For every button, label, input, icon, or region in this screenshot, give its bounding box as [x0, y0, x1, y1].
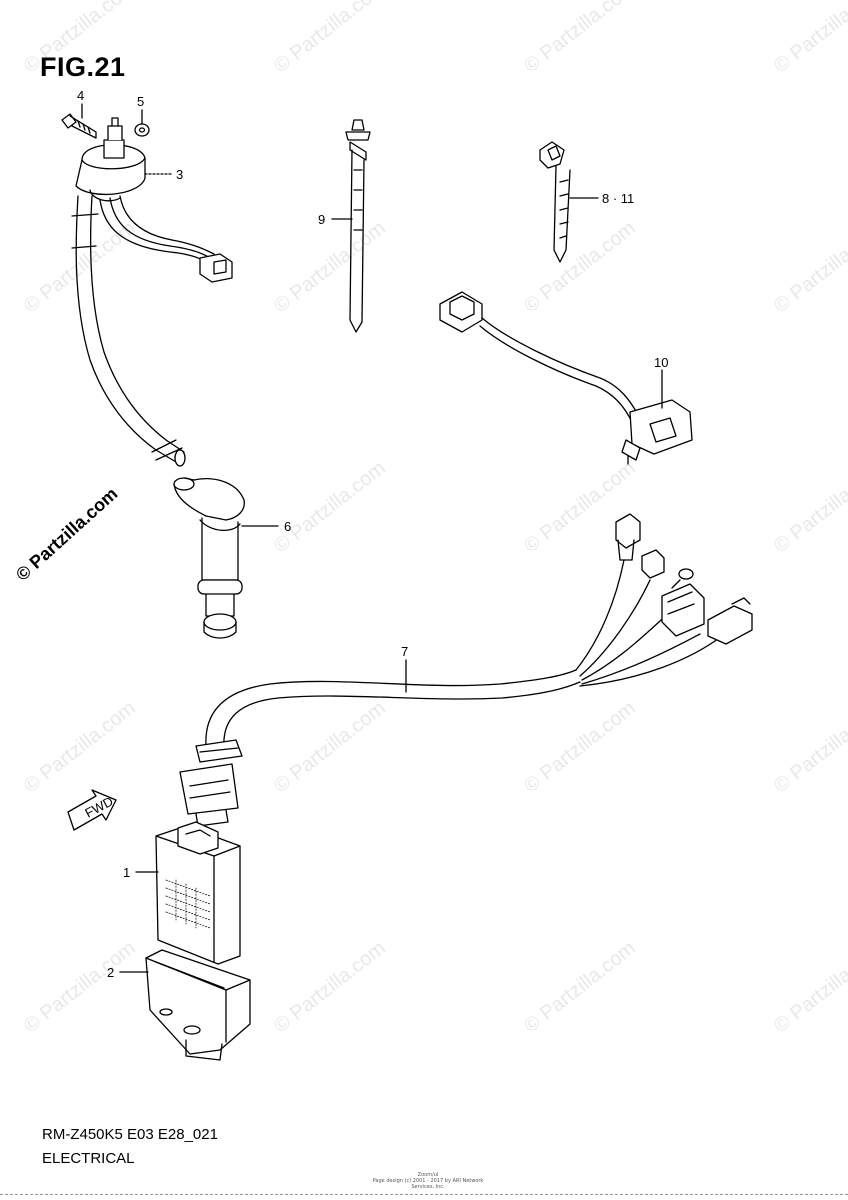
fwd-label: FWD — [82, 794, 115, 821]
figure-title: FIG.21 — [40, 52, 126, 82]
part-5-washer[interactable] — [134, 123, 150, 137]
credit-line-2: Page design (c) 2001 - 2017 by ARI Netwo… — [372, 1178, 484, 1190]
model-code: RM-Z450K5 E03 E28_021 — [42, 1126, 218, 1143]
fwd-arrow-icon: FWD — [67, 789, 117, 831]
credit-line-1: Zoom/ul — [417, 1172, 439, 1178]
callout-5[interactable]: 5 — [137, 94, 144, 109]
part-4-bolt[interactable] — [61, 113, 97, 139]
part-8-11-cable-tie[interactable] — [539, 141, 571, 263]
bottom-divider — [0, 1194, 848, 1195]
callout-4[interactable]: 4 — [77, 88, 84, 103]
callout-3[interactable]: 3 — [176, 167, 183, 182]
callout-10[interactable]: 10 — [654, 355, 668, 370]
high-tension-cable[interactable] — [71, 195, 186, 467]
callout-8-11[interactable]: 8 · 11 — [602, 191, 634, 206]
callout-2[interactable]: 2 — [107, 965, 114, 980]
page-credit: Zoom/ul Page design (c) 2001 - 2017 by A… — [368, 1172, 488, 1190]
part-9-cable-tie-clip[interactable] — [345, 119, 371, 333]
part-2-case[interactable] — [145, 949, 251, 1061]
part-6-plug-cap[interactable] — [173, 477, 245, 639]
section-name: ELECTRICAL — [42, 1150, 135, 1167]
part-1-cdi-unit[interactable] — [155, 821, 241, 965]
part-3-pickup-sensor[interactable] — [75, 117, 233, 283]
part-7-wiring-harness[interactable] — [179, 513, 753, 827]
callout-9[interactable]: 9 — [318, 212, 325, 227]
callout-1[interactable]: 1 — [123, 865, 130, 880]
part-10-sensor[interactable] — [439, 291, 693, 465]
callout-6[interactable]: 6 — [284, 519, 291, 534]
callout-7[interactable]: 7 — [401, 644, 408, 659]
